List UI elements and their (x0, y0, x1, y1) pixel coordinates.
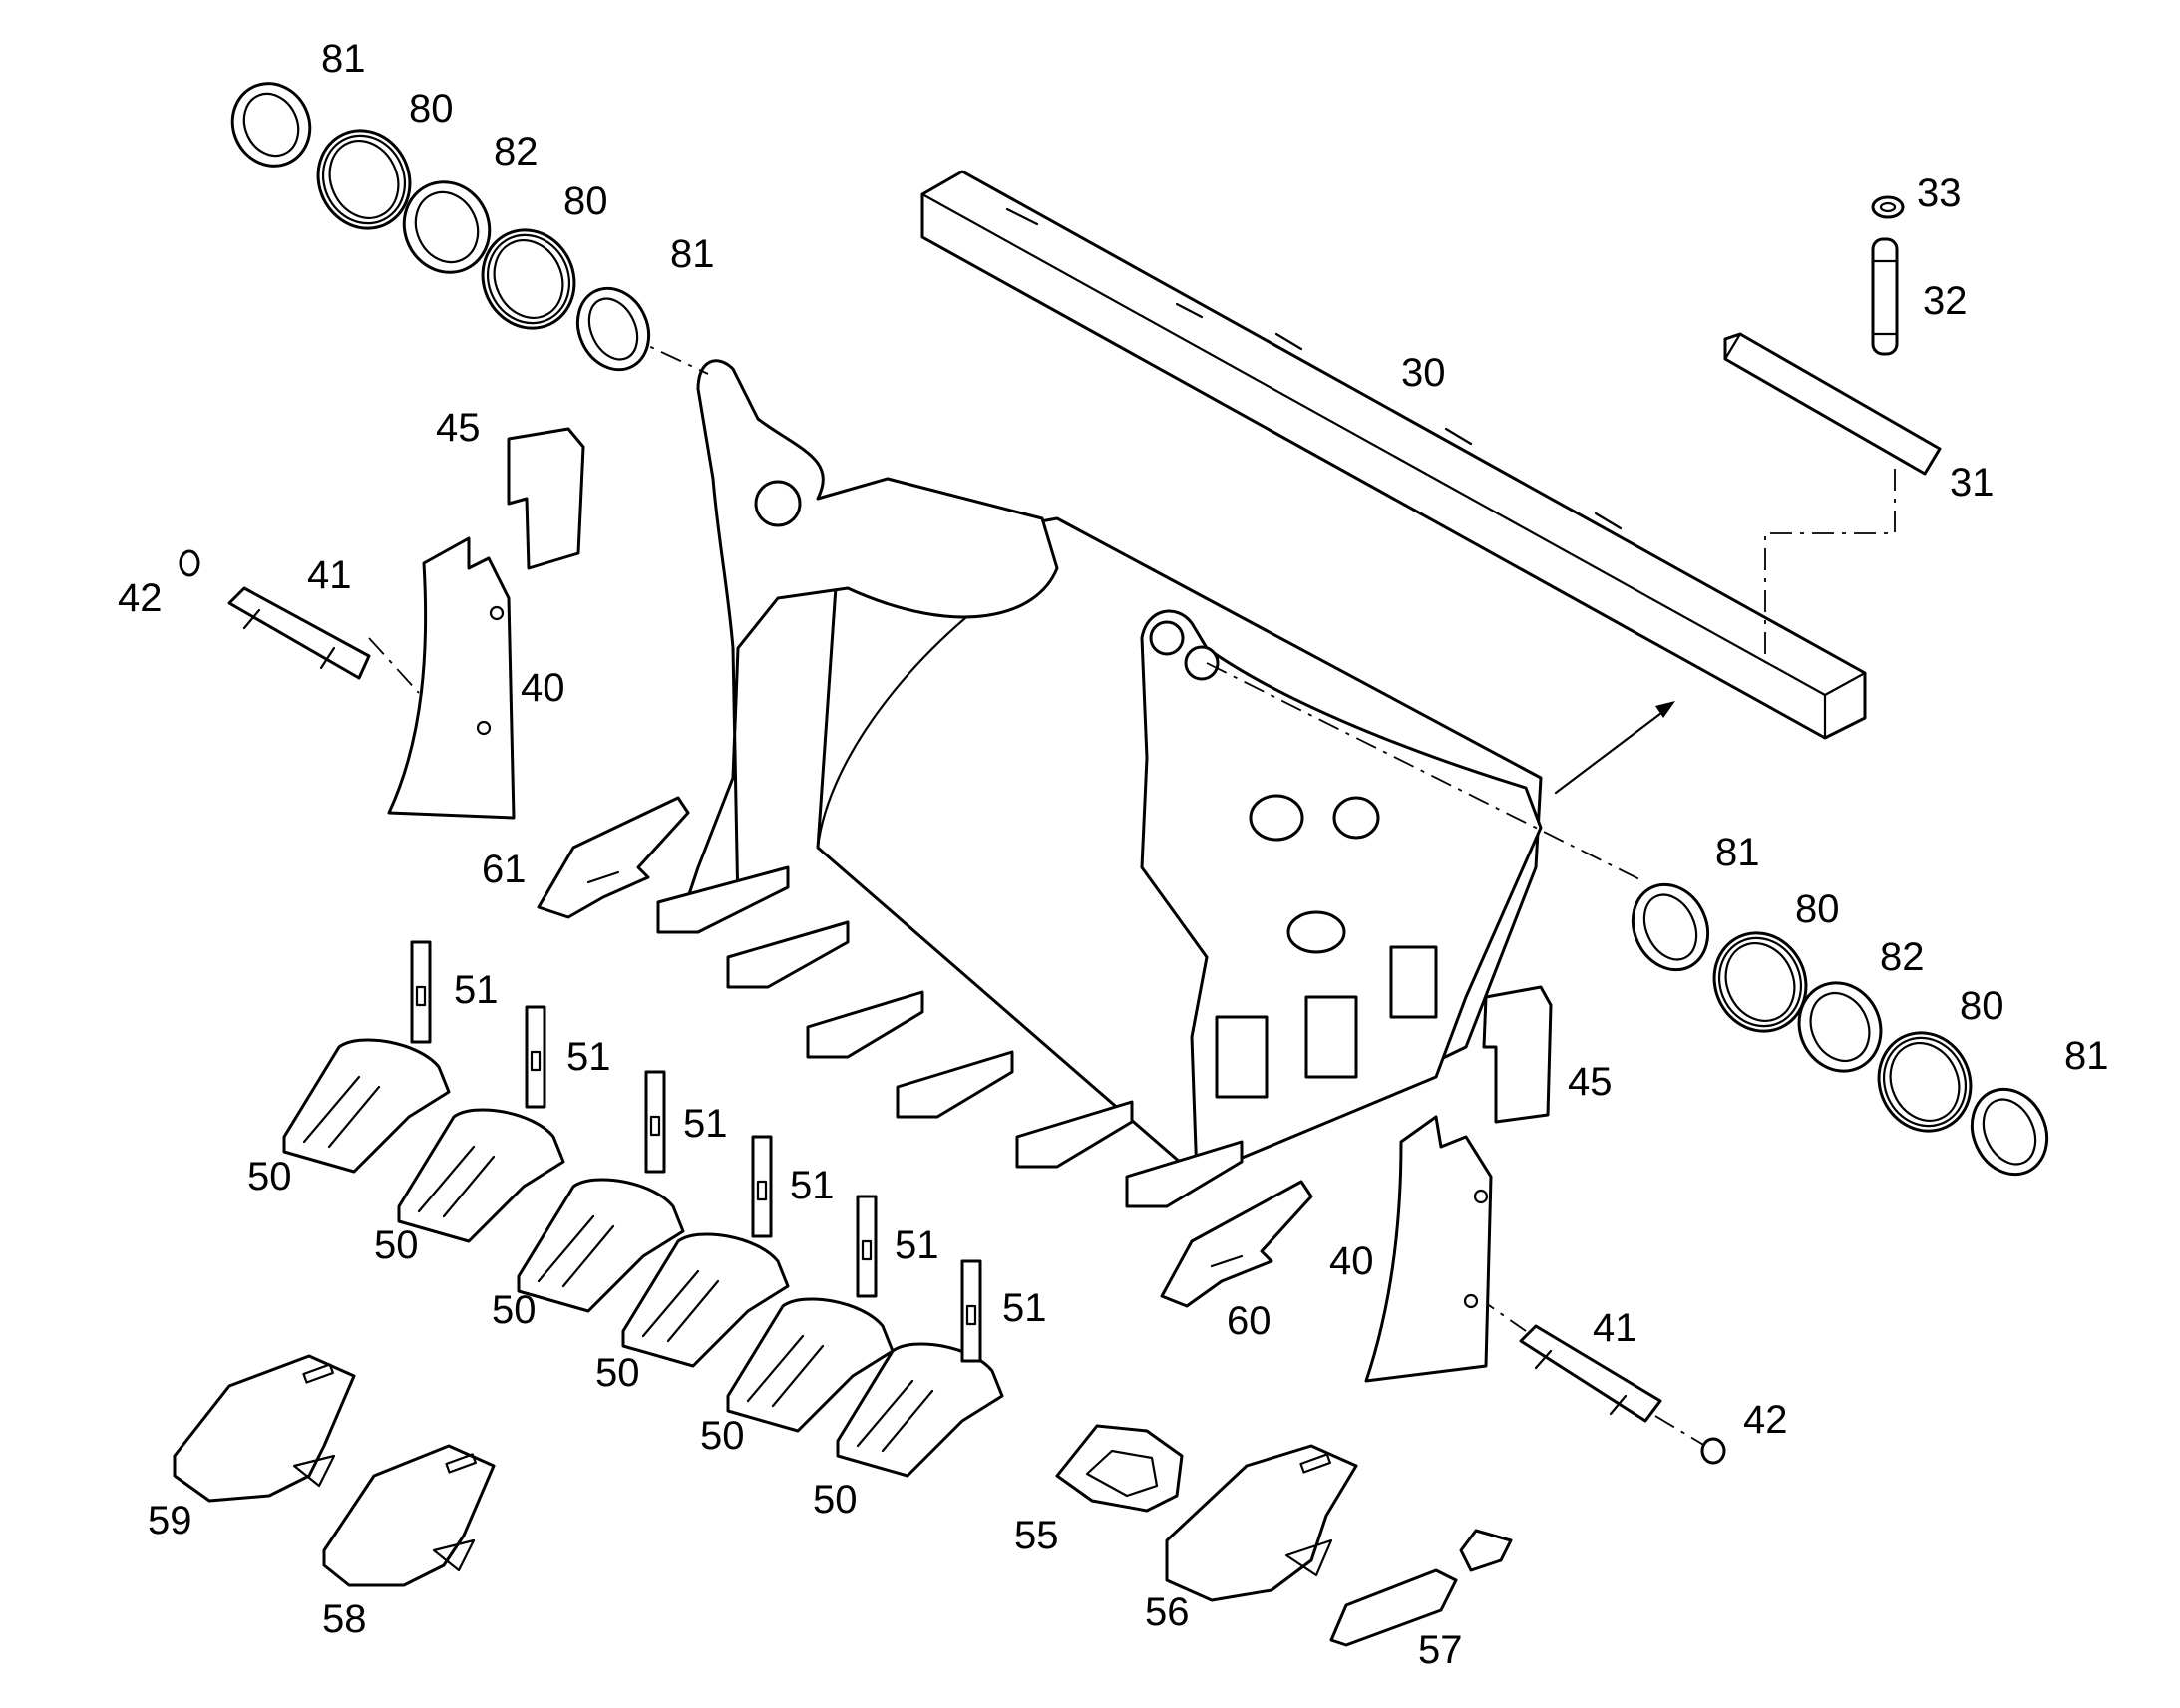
bushing-part-80-upper-inner (481, 228, 576, 330)
bushing-part-80-lower-outer (1877, 1031, 1973, 1133)
retainer-part-51-4 (751, 1135, 773, 1238)
callout-41: 41 (1593, 1306, 1637, 1350)
callout-80: 80 (1795, 887, 1840, 931)
ring-part-81-upper-inner (575, 286, 651, 372)
callout-80: 80 (563, 179, 608, 223)
callout-81: 81 (2064, 1034, 2109, 1078)
callout-42: 42 (1743, 1398, 1788, 1442)
corner-segment-part-61 (537, 796, 690, 919)
retainer-part-51-1 (410, 940, 432, 1044)
callout-56: 56 (1145, 1590, 1190, 1634)
callout-42: 42 (118, 576, 163, 620)
ring-set-lower (1631, 882, 2049, 1177)
callout-50: 50 (813, 1478, 858, 1522)
callout-50: 50 (247, 1155, 292, 1198)
callout-labels: 81 80 82 80 81 33 32 30 31 45 41 42 40 6… (118, 37, 2109, 1672)
adapter-part-59 (173, 1354, 356, 1503)
tooth-part-50-6 (836, 1342, 1004, 1478)
callout-32: 32 (1923, 279, 1968, 323)
tooth-part-50-4 (621, 1232, 790, 1368)
callout-50: 50 (374, 1223, 419, 1267)
block-part-45-right (1482, 985, 1553, 1124)
tooth-part-50-2 (397, 1108, 565, 1243)
adapter-part-58 (322, 1444, 496, 1587)
callout-51: 51 (1002, 1286, 1047, 1330)
ring-part-81-lower-inner (1631, 882, 1710, 972)
wear-cap-part-55 (1055, 1424, 1184, 1513)
tooth-part-50-1 (282, 1038, 451, 1174)
callout-81: 81 (1715, 831, 1760, 874)
retainer-part-51-2 (525, 1005, 546, 1109)
callout-50: 50 (595, 1351, 640, 1395)
callout-30: 30 (1401, 351, 1446, 395)
ring-part-82-lower (1797, 981, 1883, 1073)
callout-61: 61 (482, 848, 527, 891)
tooth-part-50-5 (726, 1297, 895, 1433)
retainer-part-51-6 (960, 1259, 982, 1363)
side-cutter-part-40-left (387, 536, 516, 820)
bucket-teeth (656, 865, 1244, 1208)
callout-50: 50 (700, 1414, 745, 1458)
callout-40: 40 (521, 666, 565, 710)
pin-part-41-left (227, 586, 371, 680)
pin-part-32 (1871, 237, 1899, 356)
callout-58: 58 (322, 1597, 367, 1641)
callout-31: 31 (1950, 461, 1995, 505)
retainer-part-57 (1329, 1529, 1513, 1647)
callout-59: 59 (148, 1499, 192, 1542)
washer-part-42-right (1700, 1437, 1726, 1465)
callout-45: 45 (1568, 1060, 1613, 1104)
bushing-part-80-upper-outer (316, 129, 412, 230)
ring-set-upper (230, 82, 651, 372)
callout-51: 51 (895, 1223, 939, 1267)
tooth-part-50-3 (517, 1178, 685, 1313)
callout-51: 51 (790, 1164, 835, 1207)
pin-part-41-right (1519, 1324, 1662, 1423)
corner-segment-part-60 (1160, 1180, 1313, 1308)
callout-82: 82 (494, 130, 539, 173)
callout-40: 40 (1329, 1239, 1374, 1283)
callout-82: 82 (1880, 935, 1925, 979)
ring-part-81-lower-outer (1970, 1087, 2049, 1177)
bucket-body (686, 359, 1543, 1179)
washer-part-42-left (179, 549, 200, 577)
callout-60: 60 (1227, 1299, 1272, 1343)
callout-50: 50 (492, 1288, 537, 1332)
callout-80: 80 (1960, 984, 2004, 1028)
retainer-part-51-5 (856, 1195, 878, 1298)
retainer-part-51-3 (644, 1070, 666, 1174)
ring-part-82-upper (402, 180, 492, 274)
bushing-part-80-lower-inner (1712, 931, 1808, 1033)
callout-41: 41 (307, 553, 352, 597)
callout-55: 55 (1014, 1514, 1059, 1557)
callout-81: 81 (321, 37, 366, 81)
callout-33: 33 (1917, 171, 1962, 215)
rail-part-31 (1723, 332, 1942, 663)
callout-51: 51 (683, 1102, 728, 1146)
block-part-45-left (507, 427, 585, 570)
adapter-part-56 (1165, 1444, 1358, 1602)
callout-51: 51 (454, 968, 499, 1012)
side-cutter-part-40-right (1364, 1115, 1493, 1383)
callout-81: 81 (670, 232, 715, 276)
washer-part-33 (1871, 195, 1905, 219)
callout-80: 80 (409, 87, 454, 131)
callout-45: 45 (436, 406, 481, 450)
ring-part-81-upper-outer (230, 82, 312, 168)
callout-57: 57 (1418, 1628, 1463, 1672)
callout-51: 51 (566, 1035, 611, 1079)
crossbar-part-30 (920, 170, 1867, 740)
